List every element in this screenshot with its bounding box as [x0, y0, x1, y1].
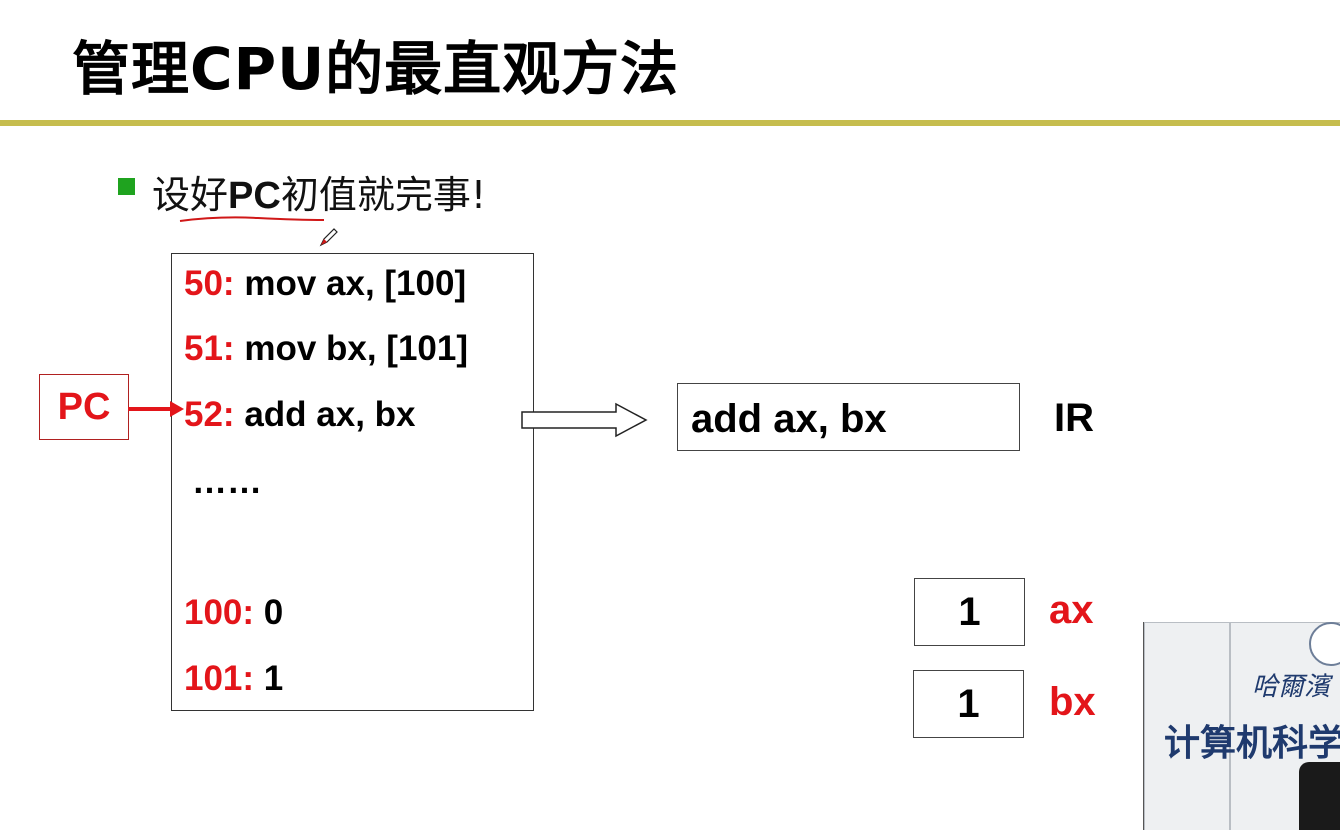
pen-cursor-icon [319, 228, 338, 247]
memory-address: 50: [184, 264, 235, 303]
pc-register-box: PC [39, 374, 129, 440]
bullet-suffix: 初值就完事! [280, 173, 487, 217]
ax-label: ax [1049, 588, 1094, 632]
memory-instruction: add ax, bx [234, 395, 416, 434]
ir-register-box: add ax, bx [677, 383, 1020, 451]
bullet-square-icon [118, 178, 135, 195]
memory-box: 50: mov ax, [100] 51: mov bx, [101] 52: … [171, 253, 534, 711]
bx-register-box: 1 [913, 670, 1024, 738]
right-arrow-icon [128, 401, 184, 417]
memory-address: 52: [184, 395, 235, 434]
memory-address: 101: [184, 659, 255, 698]
memory-instruction: 0 [254, 593, 284, 632]
slide-title: 管理CPU的最直观方法 [72, 35, 680, 103]
memory-address: 100: [184, 593, 255, 632]
ir-label: IR [1054, 396, 1094, 440]
memory-address: 51: [184, 329, 235, 368]
hollow-arrow-icon [521, 402, 648, 438]
bx-label: bx [1049, 680, 1096, 724]
memory-instruction: mov bx, [101] [234, 329, 469, 368]
memory-line: 52: add ax, bx [184, 395, 416, 435]
bullet-highlight: PC [228, 175, 281, 217]
memory-line: 101: 1 [184, 659, 283, 699]
webcam-person [1299, 762, 1340, 830]
title-divider [0, 120, 1340, 126]
memory-line: 50: mov ax, [100] [184, 264, 466, 304]
memory-instruction: …… [192, 462, 262, 501]
underline-annotation [179, 216, 325, 222]
memory-instruction: mov ax, [100] [234, 264, 467, 303]
memory-instruction: 1 [254, 659, 284, 698]
memory-ellipsis: …… [192, 462, 262, 502]
university-logo-icon [1309, 622, 1340, 666]
memory-line: 100: 0 [184, 593, 283, 633]
webcam-wall-department: 计算机科学 [1164, 723, 1340, 764]
webcam-wall-calligraphy: 哈爾濱 [1252, 672, 1331, 702]
bullet-prefix: 设好 [152, 173, 229, 217]
bullet-text: 设好PC初值就完事! [152, 164, 486, 219]
memory-line: 51: mov bx, [101] [184, 329, 468, 369]
ax-register-box: 1 [914, 578, 1025, 646]
webcam-overlay: 哈爾濱 计算机科学 [1143, 622, 1340, 830]
